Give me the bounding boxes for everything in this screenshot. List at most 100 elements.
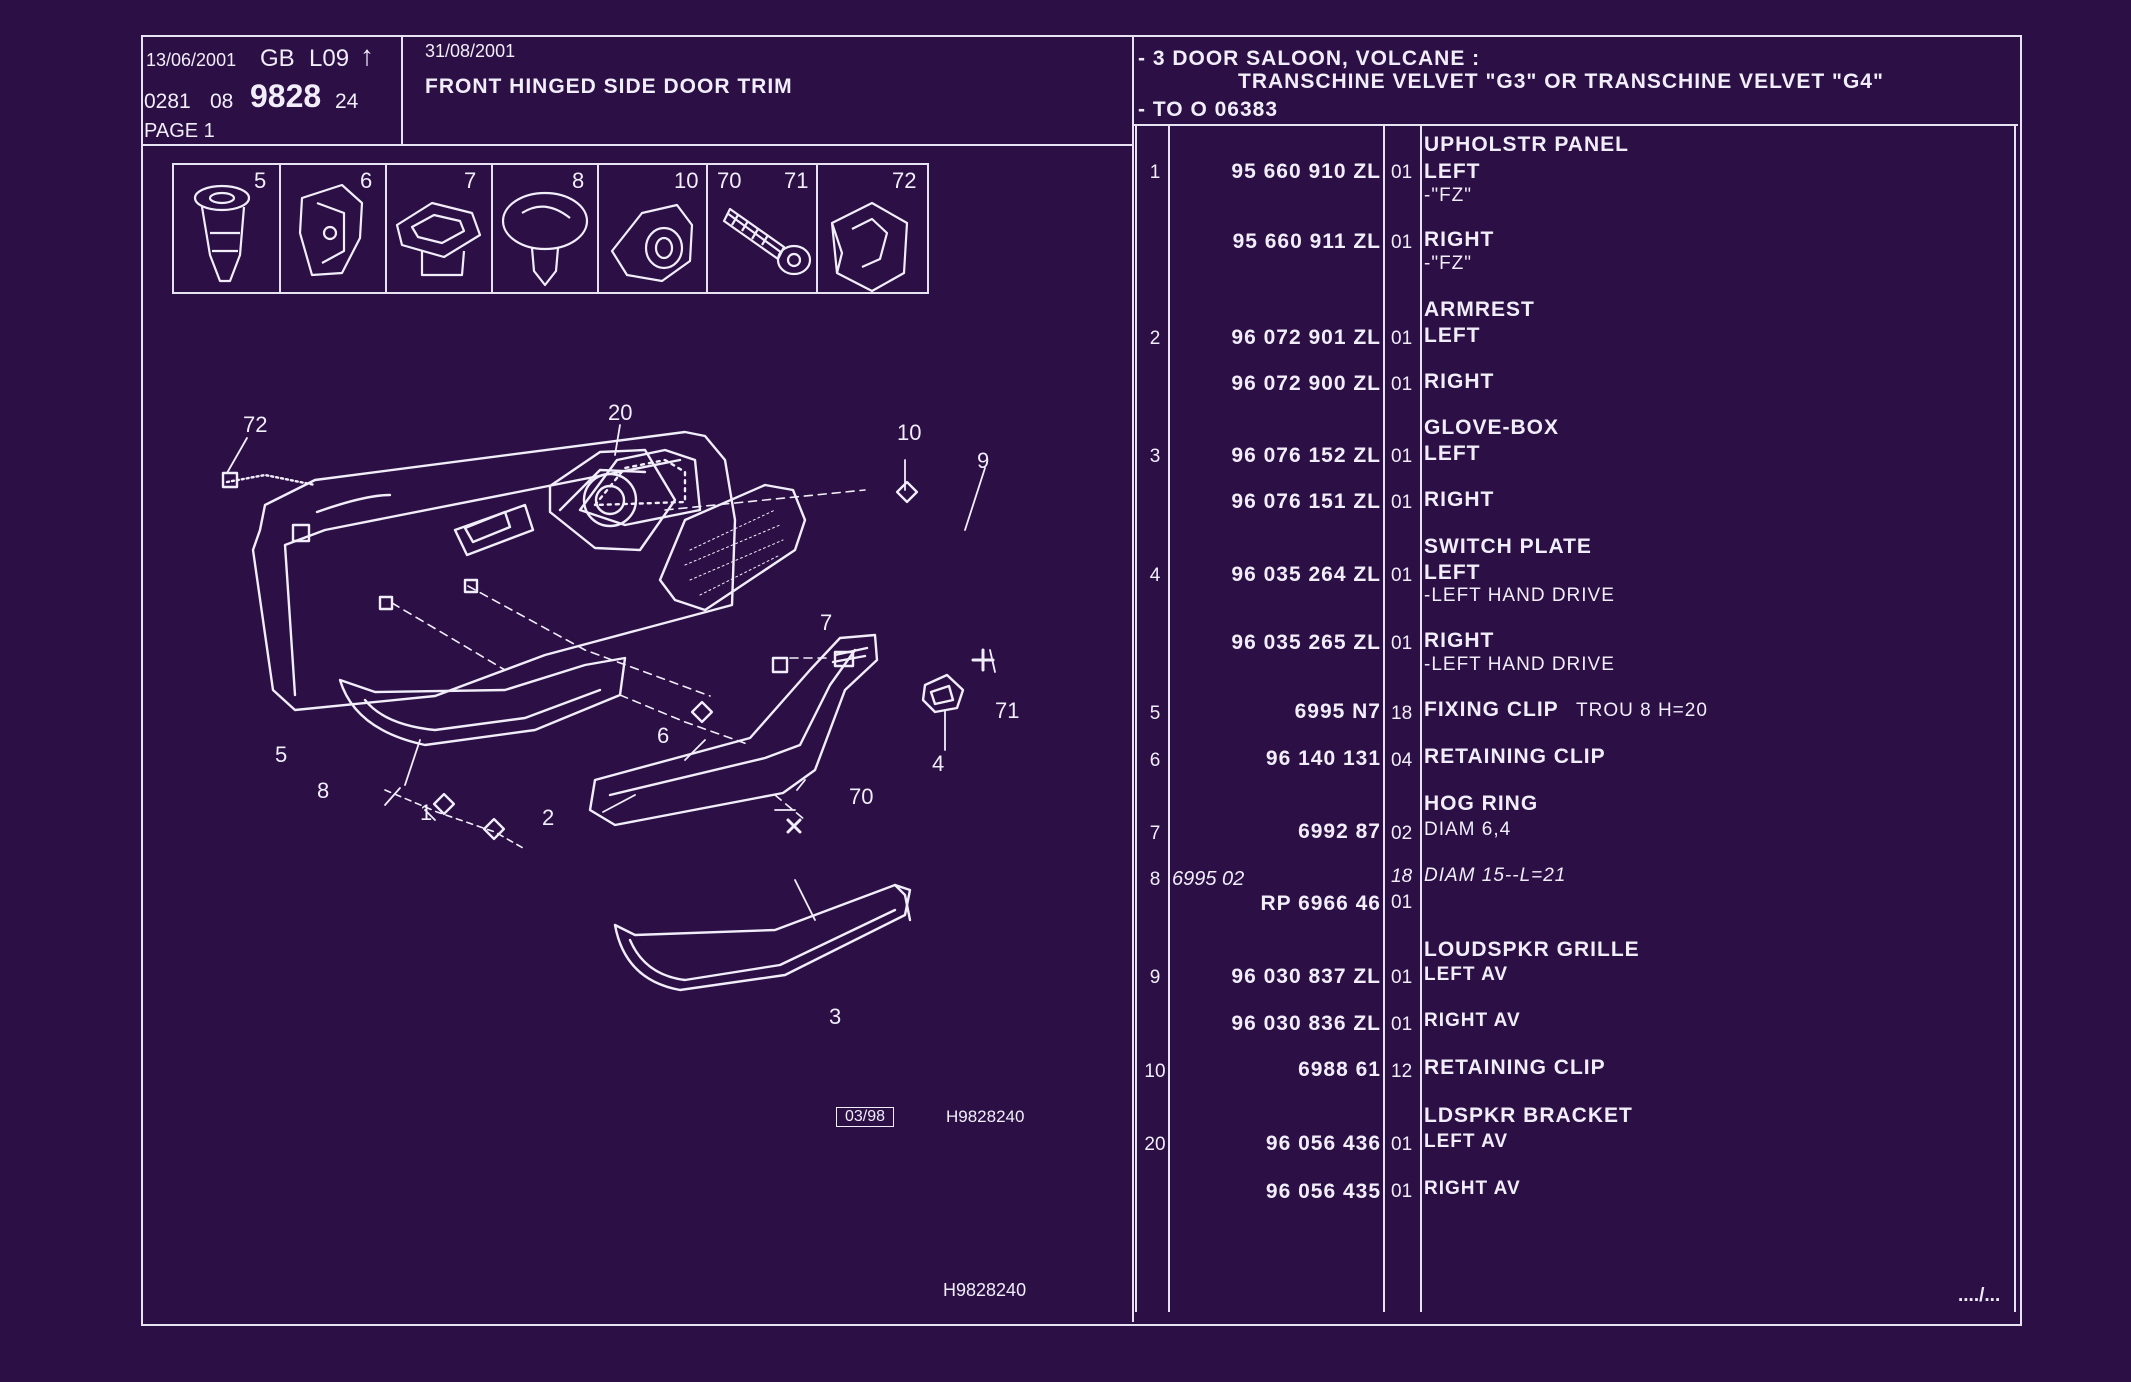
fastener-strip: 5 6 7 8 10 70 71 72 <box>172 163 929 294</box>
callout-72: 72 <box>243 412 267 437</box>
group-ldspkr-bracket: LDSPKR BRACKET <box>1424 1104 1633 1127</box>
group-switch-plate: SWITCH PLATE <box>1424 535 1592 558</box>
part-subdesc: -LEFT HAND DRIVE <box>1424 654 1615 675</box>
drawing-ref-1: H9828240 <box>946 1107 1025 1126</box>
row-no-7: 7 <box>1149 823 1161 844</box>
row-no-9: 9 <box>1149 967 1161 988</box>
fixing-clip-icon <box>193 184 251 283</box>
quantity: 01 <box>1391 1181 1413 1202</box>
group-upholstr-panel: UPHOLSTR PANEL <box>1424 133 1629 156</box>
strip-label-10: 10 <box>674 168 698 193</box>
quantity: 01 <box>1391 162 1413 183</box>
header-ref-main: 9828 <box>250 78 322 114</box>
row-no-4: 4 <box>1149 565 1161 586</box>
quantity: 01 <box>1391 565 1413 586</box>
quantity: 01 <box>1391 492 1413 513</box>
quantity: 01 <box>1391 328 1413 349</box>
group-hog-ring: HOG RING <box>1424 792 1539 815</box>
part-subdesc: -"FZ" <box>1424 253 1473 274</box>
part-number: 6988 61 <box>1298 1058 1381 1081</box>
header-divider-right <box>1132 124 2018 126</box>
condition-line3: - TO O 06383 <box>1138 98 1279 121</box>
part-desc: LEFT <box>1424 442 1481 465</box>
col-line-qty <box>1420 124 1422 1312</box>
quantity: 01 <box>1391 446 1413 467</box>
old-quantity: 18 <box>1391 866 1413 887</box>
quantity: 18 <box>1391 703 1413 724</box>
header-lang: GB <box>260 45 295 72</box>
nut-icon <box>610 203 694 283</box>
part-desc: RIGHT <box>1424 370 1495 393</box>
page-title: FRONT HINGED SIDE DOOR TRIM <box>425 75 793 98</box>
callout-2: 2 <box>542 805 554 830</box>
part-extra: TROU 8 H=20 <box>1576 700 1708 721</box>
bracket-clip-icon <box>830 201 909 293</box>
part-desc: LEFT <box>1424 160 1481 183</box>
header-date2: 31/08/2001 <box>425 41 516 61</box>
group-glove-box: GLOVE-BOX <box>1424 416 1560 439</box>
quantity: 02 <box>1391 823 1413 844</box>
part-number: 96 030 836 ZL <box>1231 1012 1381 1035</box>
strip-label-72: 72 <box>892 168 916 193</box>
part-subdesc: -"FZ" <box>1424 185 1473 206</box>
callout-7: 7 <box>820 610 832 635</box>
part-desc: RIGHT <box>1424 228 1495 251</box>
part-number: 96 076 151 ZL <box>1231 490 1381 513</box>
screw-icon <box>722 207 812 276</box>
callout-6: 6 <box>657 723 669 748</box>
quantity: 04 <box>1391 750 1413 771</box>
quantity: 01 <box>1391 1134 1413 1155</box>
part-number: 96 035 265 ZL <box>1231 631 1381 654</box>
col-line-part <box>1383 124 1385 1312</box>
strip-label-6: 6 <box>360 168 372 193</box>
part-number: 96 072 900 ZL <box>1231 372 1381 395</box>
col-line-end <box>2014 124 2016 1312</box>
strip-label-70: 70 <box>717 168 741 193</box>
part-desc: LEFT <box>1424 561 1481 584</box>
speaker-grille-drawing <box>658 483 807 612</box>
part-desc: DIAM 6,4 <box>1424 819 1512 840</box>
row-no-1: 1 <box>1149 162 1161 183</box>
part-desc: FIXING CLIP <box>1424 698 1559 721</box>
header-vertical-divider <box>401 35 403 144</box>
header-date1: 13/06/2001 <box>146 50 237 70</box>
header-page: PAGE 1 <box>144 120 215 142</box>
part-number: 95 660 910 ZL <box>1231 160 1381 183</box>
exploded-diagram: 72 20 10 9 7 71 6 4 5 8 1 2 70 3 <box>221 400 1019 1029</box>
quantity: 01 <box>1391 892 1413 913</box>
armrest-drawing <box>588 633 879 827</box>
glove-box-drawing <box>613 883 912 992</box>
part-number: 96 035 264 ZL <box>1231 563 1381 586</box>
part-desc: RIGHT <box>1424 629 1495 652</box>
row-no-20: 20 <box>1144 1134 1166 1155</box>
callout-5: 5 <box>275 742 287 767</box>
row-no-5: 5 <box>1149 703 1161 724</box>
part-desc: RETAINING CLIP <box>1424 745 1606 768</box>
quantity: 01 <box>1391 374 1413 395</box>
row-no-8: 8 <box>1149 869 1161 890</box>
center-divider <box>1132 35 1134 1322</box>
continued-marker: ..../... <box>1958 1285 2001 1306</box>
header-ref-suffix: 24 <box>335 90 359 113</box>
part-subdesc: -LEFT HAND DRIVE <box>1424 585 1615 606</box>
group-loudspkr-grille: LOUDSPKR GRILLE <box>1424 938 1640 961</box>
quantity: 01 <box>1391 967 1413 988</box>
door-panel-drawing <box>251 430 737 747</box>
header-arrow: ↑ <box>360 40 374 71</box>
callout-8: 8 <box>317 778 329 803</box>
callout-71: 71 <box>995 698 1019 723</box>
part-desc: RIGHT AV <box>1424 1010 1521 1031</box>
quantity: 01 <box>1391 1014 1413 1035</box>
center-divider-2 <box>1135 124 1137 1312</box>
strip-label-8: 8 <box>572 168 584 193</box>
callout-10: 10 <box>897 420 921 445</box>
header-ref-mid: 08 <box>210 90 234 113</box>
part-desc: LEFT AV <box>1424 964 1509 985</box>
revision-stamp: 03/98 <box>836 1107 895 1127</box>
part-number: 96 072 901 ZL <box>1231 326 1381 349</box>
speaker-bracket-drawing <box>548 448 677 552</box>
part-number: 96 056 435 <box>1265 1180 1381 1203</box>
part-number: RP 6966 46 <box>1260 892 1381 915</box>
push-clip-icon <box>501 191 589 287</box>
part-desc: RETAINING CLIP <box>1424 1056 1606 1079</box>
